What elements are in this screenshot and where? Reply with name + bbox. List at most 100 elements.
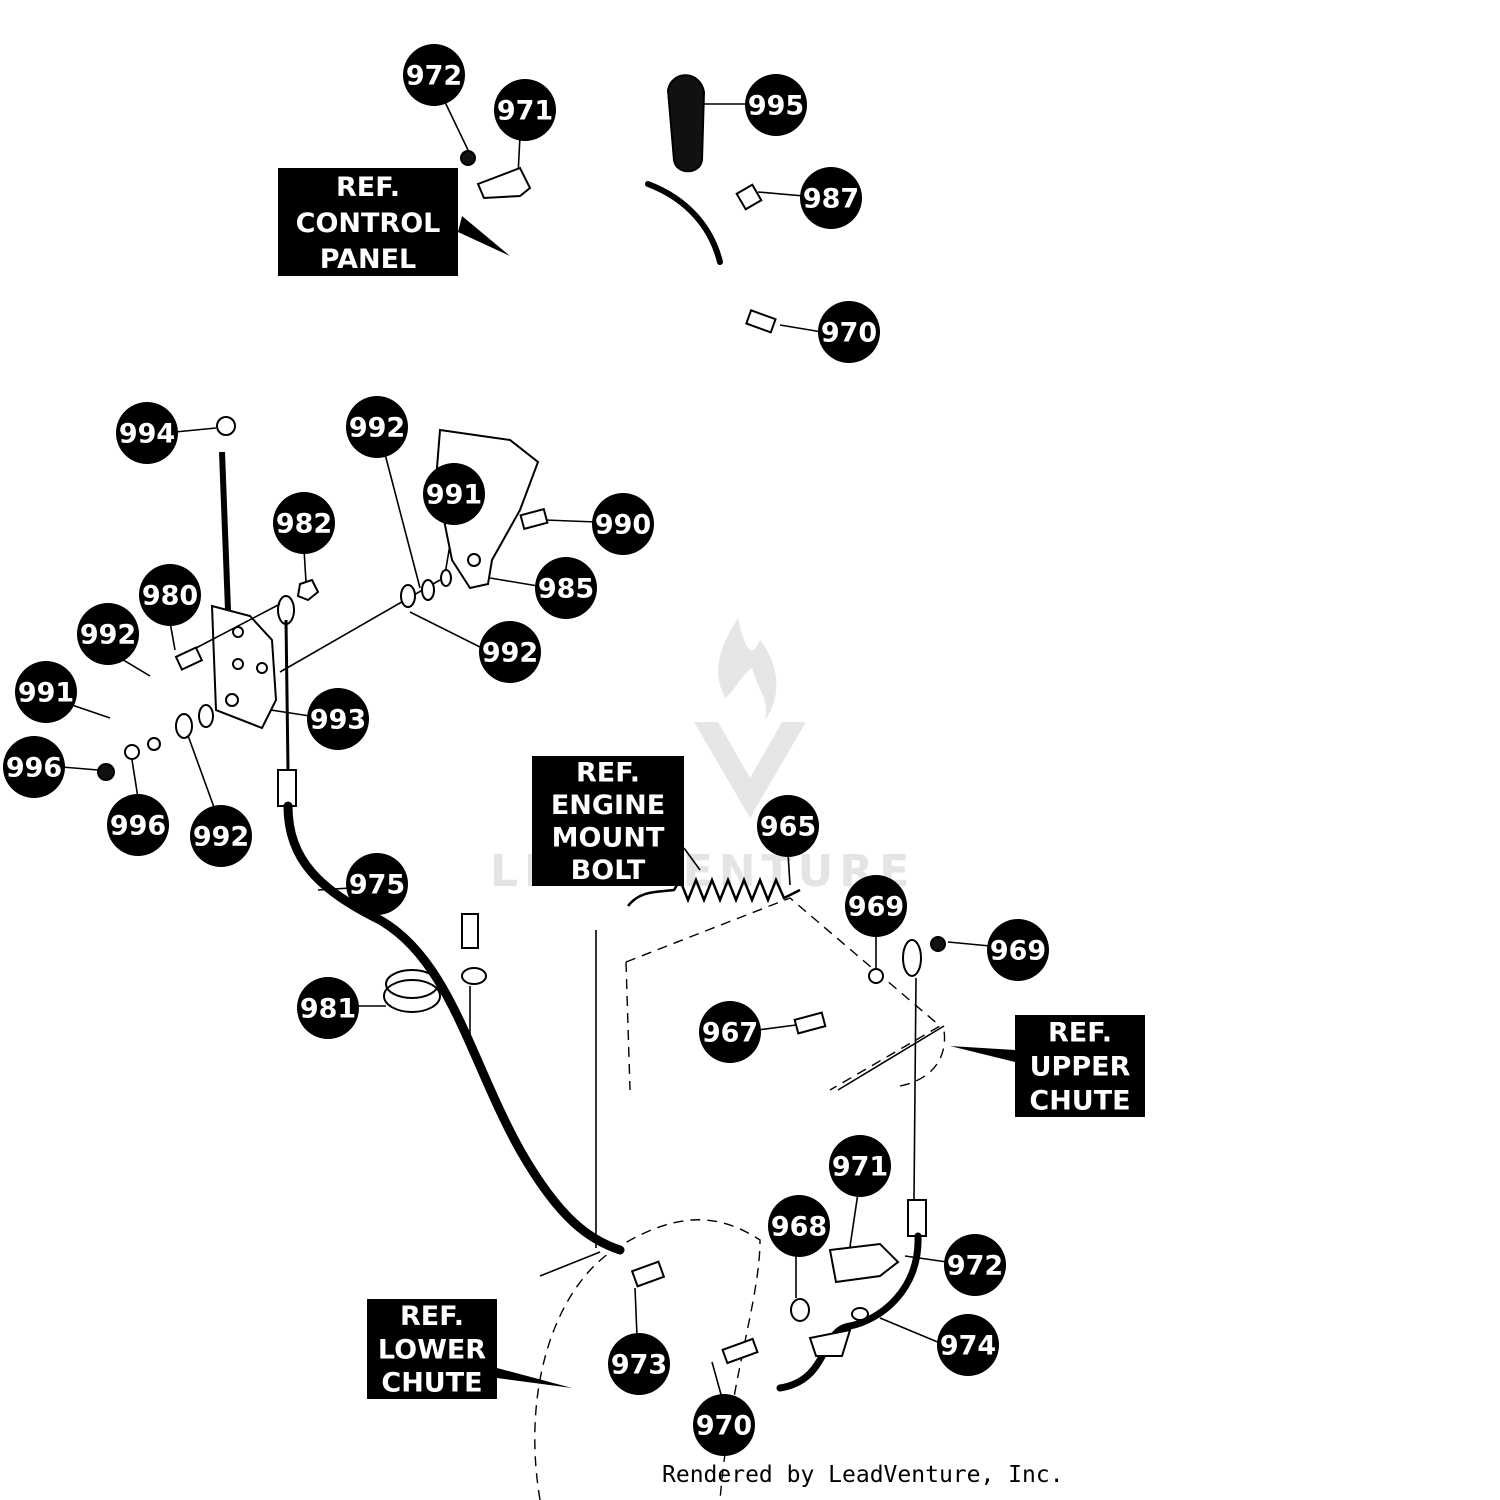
callout-number: 975 <box>349 870 405 901</box>
callout-number: 981 <box>300 994 356 1025</box>
callout-970: 970 <box>818 301 880 363</box>
callout-circle <box>139 564 201 626</box>
parts-drawing <box>97 74 946 1500</box>
callout-circle <box>699 1001 761 1063</box>
ref-engine-mount-bolt-line: ENGINE <box>551 790 665 821</box>
callout-number: 985 <box>538 574 594 605</box>
callout-982: 982 <box>273 492 335 554</box>
leader-lines <box>61 99 1015 1399</box>
callout-number: 996 <box>110 811 166 842</box>
ref-control-panel-line: CONTROL <box>296 208 441 239</box>
callout-number: 967 <box>702 1018 758 1049</box>
callout-circle <box>757 795 819 857</box>
callout-973: 973 <box>608 1333 670 1395</box>
callout-circle <box>403 44 465 106</box>
ref-upper-chute-line: UPPER <box>1030 1052 1131 1083</box>
callout-number: 971 <box>832 1152 888 1183</box>
callout-971: 971 <box>494 79 556 141</box>
ref-upper-chute-line: CHUTE <box>1029 1086 1130 1117</box>
callout-970: 970 <box>693 1394 755 1456</box>
callout-972: 972 <box>403 44 465 106</box>
callout-number: 995 <box>748 91 804 122</box>
callout-circle <box>693 1394 755 1456</box>
callout-number: 982 <box>276 509 332 540</box>
callout-circle <box>190 805 252 867</box>
callout-number: 996 <box>6 753 62 784</box>
ref-engine-mount-bolt-line: MOUNT <box>552 822 665 853</box>
callout-number: 991 <box>18 678 74 709</box>
callout-number: 992 <box>349 413 405 444</box>
callout-circle <box>346 396 408 458</box>
callout-number: 980 <box>142 581 198 612</box>
callout-circle <box>307 688 369 750</box>
callout-990: 990 <box>592 493 654 555</box>
callout-971: 971 <box>829 1135 891 1197</box>
callout-circle <box>535 557 597 619</box>
callout-969: 969 <box>845 875 907 937</box>
callout-number: 991 <box>426 480 482 511</box>
callout-993: 993 <box>307 688 369 750</box>
callout-969: 969 <box>987 919 1049 981</box>
callout-circle <box>423 463 485 525</box>
callout-circle <box>346 853 408 915</box>
callout-circle <box>937 1314 999 1376</box>
ref-lower-chute-line: CHUTE <box>381 1368 482 1399</box>
ref-control-panel-line: PANEL <box>320 244 416 275</box>
callout-number: 970 <box>821 318 877 349</box>
ref-engine-mount-bolt-line: REF. <box>576 757 640 788</box>
callout-992: 992 <box>190 805 252 867</box>
callout-circle <box>3 736 65 798</box>
callout-number: 972 <box>406 61 462 92</box>
callout-number: 994 <box>119 419 175 450</box>
callout-circle <box>800 167 862 229</box>
ref-engine-mount-bolt-line: BOLT <box>571 855 646 886</box>
callout-circle <box>297 977 359 1039</box>
callout-number: 970 <box>696 1411 752 1442</box>
callout-circle <box>116 402 178 464</box>
callout-972: 972 <box>944 1234 1006 1296</box>
callout-circle <box>107 794 169 856</box>
callout-number: 992 <box>193 822 249 853</box>
callout-circle <box>768 1195 830 1257</box>
callout-965: 965 <box>757 795 819 857</box>
callout-number: 992 <box>482 638 538 669</box>
callout-number: 974 <box>940 1331 996 1362</box>
callout-992: 992 <box>77 603 139 665</box>
callout-circle <box>818 301 880 363</box>
callout-circle <box>479 621 541 683</box>
ref-control-panel: REF. CONTROL PANEL <box>278 168 458 276</box>
callout-996: 996 <box>107 794 169 856</box>
callout-980: 980 <box>139 564 201 626</box>
callout-circle <box>15 661 77 723</box>
ref-control-panel-line: REF. <box>336 172 400 203</box>
callout-number: 972 <box>947 1251 1003 1282</box>
callout-975: 975 <box>346 853 408 915</box>
callout-996: 996 <box>3 736 65 798</box>
callout-number: 992 <box>80 620 136 651</box>
callout-number: 987 <box>803 184 859 215</box>
callout-circle <box>608 1333 670 1395</box>
reference-labels: REF.CONTROLPANELREF.ENGINEMOUNTBOLTREF.U… <box>278 168 1145 1399</box>
callout-992: 992 <box>479 621 541 683</box>
callout-circle <box>745 74 807 136</box>
callout-981: 981 <box>297 977 359 1039</box>
callout-974: 974 <box>937 1314 999 1376</box>
callout-number: 990 <box>595 510 651 541</box>
callout-number: 973 <box>611 1350 667 1381</box>
callout-circle <box>77 603 139 665</box>
callout-991: 991 <box>423 463 485 525</box>
callout-994: 994 <box>116 402 178 464</box>
render-credit: Rendered by LeadVenture, Inc. <box>662 1462 1064 1488</box>
shift-knob <box>666 74 706 173</box>
ref-lower-chute-line: LOWER <box>378 1334 486 1365</box>
callout-968: 968 <box>768 1195 830 1257</box>
callout-number: 969 <box>848 892 904 923</box>
callout-number: 969 <box>990 936 1046 967</box>
callout-985: 985 <box>535 557 597 619</box>
ref-lower-chute-line: REF. <box>400 1301 464 1332</box>
callout-number: 971 <box>497 96 553 127</box>
